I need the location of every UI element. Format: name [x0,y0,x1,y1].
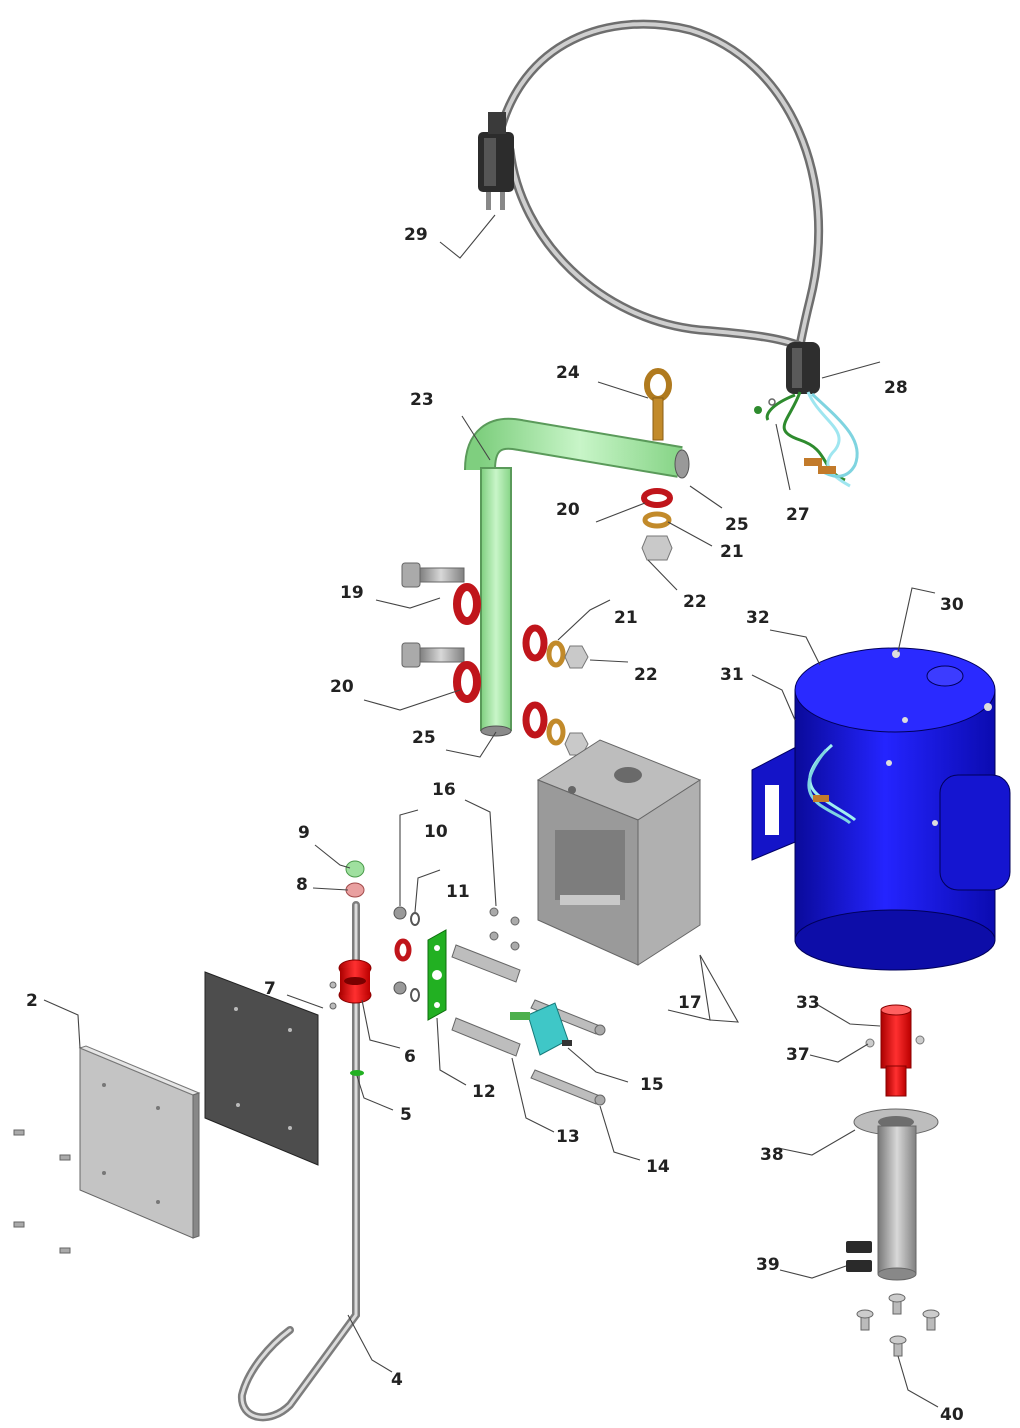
label-30: 30 [940,595,964,615]
label-25: 25 [412,728,436,748]
label-5: 5 [400,1105,412,1125]
label-40: 40 [940,1405,964,1425]
label-4: 4 [391,1370,403,1390]
label-13: 13 [556,1127,580,1147]
label-9: 9 [298,823,310,843]
label-25-top: 25 [725,515,749,535]
label-39: 39 [756,1255,780,1275]
label-21-top: 21 [720,542,744,562]
label-10: 10 [424,822,448,842]
mounting-sleeve [846,1108,939,1281]
wire-leads [754,391,859,488]
label-23: 23 [410,390,434,410]
leader-lines [43,214,939,1408]
label-29: 29 [404,225,428,245]
label-15: 15 [640,1075,664,1095]
power-plug [478,112,514,210]
label-2: 2 [26,991,38,1011]
label-11: 11 [446,882,470,902]
motor [751,647,1011,971]
top-washers [641,488,673,561]
label-19: 19 [340,583,364,603]
probe-rod [237,901,360,1422]
label-8: 8 [296,875,308,895]
label-14: 14 [646,1157,670,1177]
green-clip [350,1070,364,1076]
label-7: 7 [264,979,276,999]
red-collar [329,959,372,1010]
label-38: 38 [760,1145,784,1165]
cover-plate [78,1045,201,1239]
nuts-orings [393,906,420,1002]
coupling [865,1004,925,1097]
small-screws [489,907,520,951]
label-27: 27 [786,505,810,525]
handle-tube [464,417,690,737]
label-28: 28 [884,378,908,398]
label-22-top: 22 [683,592,707,612]
label-22: 22 [634,665,658,685]
label-33: 33 [796,993,820,1013]
label-31: 31 [720,665,744,685]
green-bracket [427,929,447,1021]
label-21: 21 [614,608,638,628]
callout-labels: 29 28 27 24 23 25 20 21 22 19 20 21 22 2… [26,225,964,1425]
label-37: 37 [786,1045,810,1065]
label-12: 12 [472,1082,496,1102]
label-20-top: 20 [556,500,580,520]
standoff-rods [451,944,606,1106]
label-32: 32 [746,608,770,628]
power-cord [493,19,824,351]
label-24: 24 [556,363,580,383]
plate-screws [13,1129,71,1254]
label-16: 16 [432,780,456,800]
hex-bolts [401,562,481,703]
junction-box [536,739,702,966]
label-20: 20 [330,677,354,697]
label-17: 17 [678,993,702,1013]
label-6: 6 [404,1047,416,1067]
switch [510,1002,572,1056]
eye-bolt [644,368,672,441]
dark-plate [204,971,319,1166]
rod-caps [345,860,365,898]
base-screws [856,1293,940,1357]
strain-relief [786,342,820,394]
right-hardware [522,624,589,756]
